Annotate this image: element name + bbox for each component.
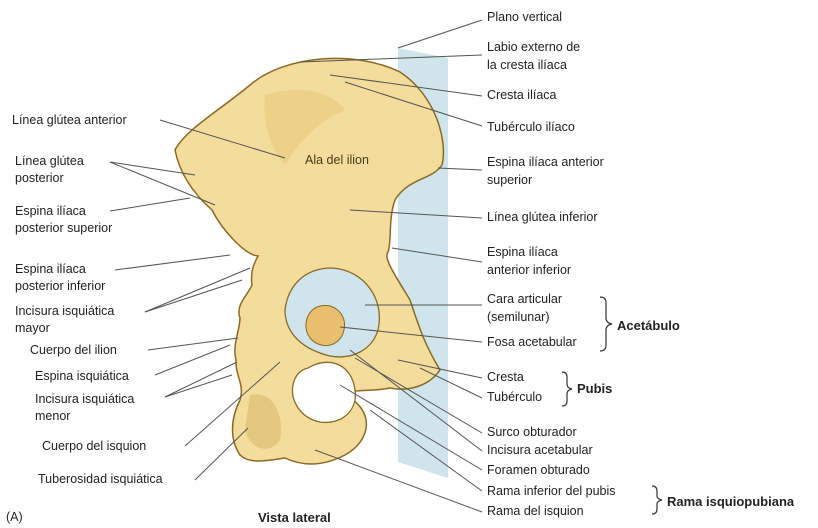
label-surco-obturador: Surco obturador [487, 425, 577, 440]
figure-tag: (A) [6, 510, 23, 525]
label-tuberculo-iliaco: Tubérculo ilíaco [487, 120, 575, 135]
label-espina-posterior-superior-2: posterior superior [15, 221, 112, 236]
label-labio-externo-1: Labio externo de [487, 40, 580, 55]
acetabular-fossa [306, 305, 345, 345]
label-rama-inferior-pubis: Rama inferior del pubis [487, 484, 616, 499]
label-labio-externo-2: la cresta ilíaca [487, 58, 567, 73]
ala-del-ilion-label: Ala del ilion [305, 153, 369, 167]
label-plano-vertical: Plano vertical [487, 10, 562, 25]
label-cara-articular-2: (semilunar) [487, 310, 550, 325]
label-incisura-acetabular: Incisura acetabular [487, 443, 593, 458]
label-espina-posterior-inferior-1: Espina ilíaca [15, 262, 86, 277]
label-cuerpo-ilion: Cuerpo del ilion [30, 343, 117, 358]
view-caption: Vista lateral [258, 510, 331, 525]
label-linea-glutea-posterior-1: Línea glútea [15, 154, 84, 169]
label-linea-glutea-anterior: Línea glútea anterior [12, 113, 127, 128]
group-label-pubis: Pubis [577, 381, 612, 396]
label-linea-glutea-inferior: Línea glútea inferior [487, 210, 598, 225]
label-incisura-menor-1: Incisura isquiática [35, 392, 134, 407]
label-espina-anterior-superior-2: superior [487, 173, 532, 188]
label-incisura-menor-2: menor [35, 409, 70, 424]
label-rama-isquion: Rama del isquion [487, 504, 584, 519]
label-linea-glutea-posterior-2: posterior [15, 171, 64, 186]
label-espina-isquiatica: Espina isquiática [35, 369, 129, 384]
label-incisura-mayor-1: Incisura isquiática [15, 304, 114, 319]
group-label-rama-isquiopubiana: Rama isquiopubiana [667, 494, 794, 509]
obturator-foramen [292, 362, 355, 422]
group-label-acetabulo: Acetábulo [617, 318, 680, 333]
label-foramen-obturado: Foramen obturado [487, 463, 590, 478]
label-cresta-iliaca: Cresta ilíaca [487, 88, 556, 103]
label-espina-posterior-superior-1: Espina ilíaca [15, 204, 86, 219]
label-cresta: Cresta [487, 370, 524, 385]
label-cuerpo-isquion: Cuerpo del isquion [42, 439, 146, 454]
label-fosa-acetabular: Fosa acetabular [487, 335, 577, 350]
label-espina-anterior-inferior-2: anterior inferior [487, 263, 571, 278]
label-espina-posterior-inferior-2: posterior inferior [15, 279, 105, 294]
label-incisura-mayor-2: mayor [15, 321, 50, 336]
label-tuberculo: Tubérculo [487, 390, 542, 405]
label-espina-anterior-inferior-1: Espina ilíaca [487, 245, 558, 260]
label-espina-anterior-superior-1: Espina ilíaca anterior [487, 155, 604, 170]
label-cara-articular-1: Cara articular [487, 292, 562, 307]
label-tuberosidad-isquiatica: Tuberosidad isquiática [38, 472, 163, 487]
